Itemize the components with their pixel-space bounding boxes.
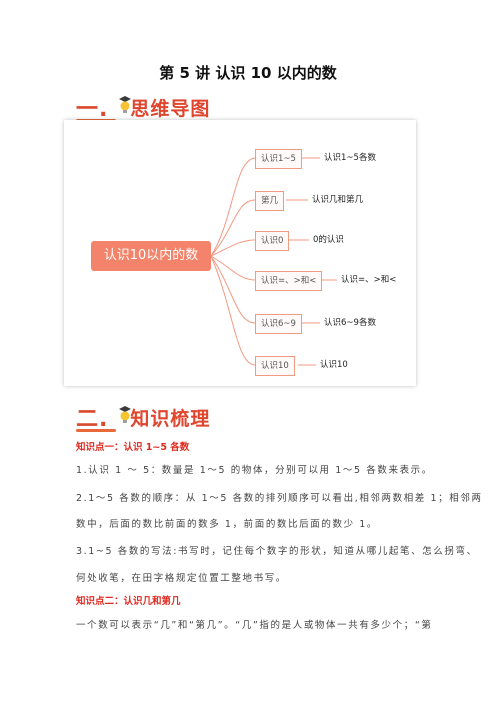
paragraph-1: 1.认识 1 ～ 5：数量是 1～5 的物体，分别可以用 1～5 各数来表示。	[76, 465, 433, 476]
section-number: 二.	[76, 407, 109, 432]
section-header-mindmap: 一. 思维导图	[76, 94, 211, 122]
paragraph-3-line-1: 3.1~5 各数的写法:书写时，记住每个数字的形状，知道从哪儿起笔、怎么拐弯、	[76, 546, 478, 557]
mind-map-center-node: 认识10以内的数	[91, 241, 211, 271]
section-title: 思维导图	[130, 97, 211, 120]
branch-node-6: 认识10	[255, 356, 295, 376]
section-header-knowledge: 二. 知识梳理	[76, 404, 211, 432]
mind-map: 认识10以内的数 认识1~5 认识1~5各数 第几 认识几和第几 认识0 0的认…	[64, 120, 416, 386]
branch-leaf-6: 认识10	[320, 360, 348, 370]
paragraph-2-line-1: 2.1～5 各数的顺序：从 1～5 各数的排列顺序可以看出,相邻两数相差 1；相…	[76, 493, 483, 504]
branch-node-3: 认识0	[255, 231, 290, 251]
branch-leaf-4: 认识=、>和<	[341, 275, 397, 285]
lightbulb-graduate-icon	[119, 96, 131, 113]
branch-leaf-1: 认识1~5各数	[324, 153, 376, 163]
section-number: 一.	[76, 97, 109, 122]
section-underline	[76, 429, 116, 432]
section-title: 知识梳理	[130, 407, 211, 430]
branch-node-1: 认识1~5	[255, 149, 302, 169]
knowledge-point-heading-2: 知识点二：认识几和第几	[76, 596, 181, 607]
lightbulb-graduate-icon	[119, 406, 131, 423]
paragraph-3-line-2: 何处收笔，在田字格规定位置工整地书写。	[76, 573, 287, 584]
branch-leaf-5: 认识6~9各数	[324, 318, 376, 328]
branch-leaf-2: 认识几和第几	[312, 195, 364, 205]
branch-node-4: 认识=、>和<	[255, 271, 323, 291]
paragraph-2-line-2: 数中，后面的数比前面的数多 1，前面的数比后面的数少 1。	[76, 519, 379, 530]
branch-node-2: 第几	[255, 191, 285, 211]
branch-node-5: 认识6~9	[255, 314, 302, 334]
paragraph-4: 一个数可以表示“几”和“第几”。“几”指的是人或物体一共有多少个；“第	[76, 620, 433, 631]
page-title: 第 5 讲 认识 10 以内的数	[159, 64, 337, 82]
branch-leaf-3: 0的认识	[313, 235, 344, 245]
knowledge-point-heading-1: 知识点一：认识 1~5 各数	[76, 442, 190, 453]
